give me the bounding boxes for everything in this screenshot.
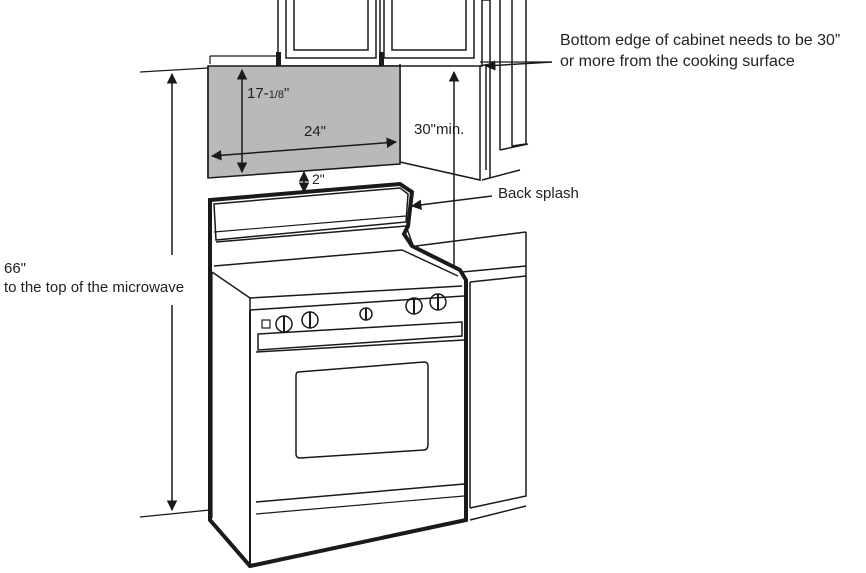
- microwave-space: [207, 65, 401, 179]
- clearance-label: 30"min.: [414, 121, 465, 138]
- right-wall-cabinet: [399, 0, 529, 181]
- microwave-height-fraction: 1/8: [268, 89, 284, 101]
- microwave-height-label: 17-1/8": [247, 86, 289, 101]
- countertop: [415, 231, 527, 521]
- microwave-height-main: 17-: [247, 85, 269, 102]
- cabinet-note-line2: or more from the cooking surface: [560, 53, 795, 70]
- range: [208, 181, 468, 569]
- total-height-value: 66": [4, 260, 27, 277]
- total-height-desc: to the top of the microwave: [4, 279, 185, 296]
- upper-cabinets: [276, 0, 483, 67]
- gap-label: 2": [312, 171, 325, 187]
- back-splash-label: Back splash: [498, 185, 579, 202]
- dimension-lines: [166, 60, 553, 512]
- microwave-width-label: 24": [304, 123, 327, 140]
- cabinet-note-line1: Bottom edge of cabinet needs to be 30”: [560, 32, 841, 49]
- microwave-height-unit: ": [283, 85, 290, 102]
